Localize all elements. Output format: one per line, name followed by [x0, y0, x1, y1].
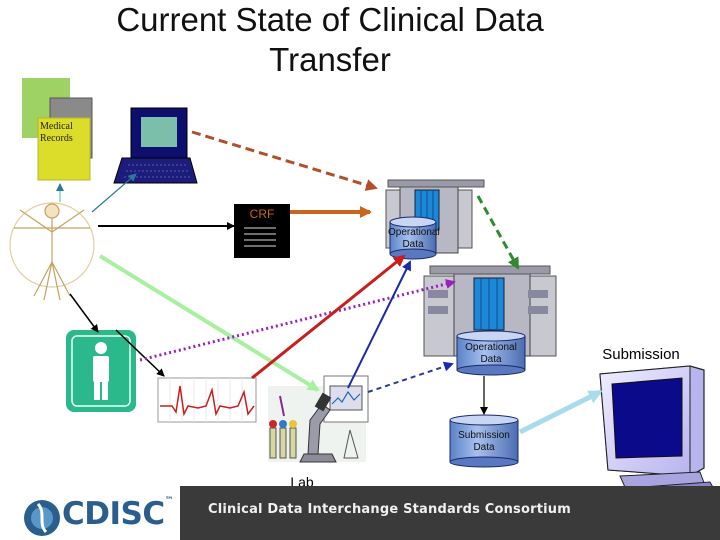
submission-data-label: Submission Data: [458, 430, 510, 453]
title-line-1: Current State of Clinical Data: [116, 1, 544, 38]
medical-records-label: Medical Records: [40, 121, 90, 144]
arrow-laptop-to-building: [191, 130, 378, 191]
submission-label: Submission: [602, 346, 680, 363]
operational-data-top-label: Operational Data: [388, 227, 440, 250]
footer-text: Clinical Data Interchange Standards Cons…: [208, 502, 572, 517]
arrow-doctor-to-building: [139, 279, 456, 362]
doctor-icon: [66, 330, 136, 412]
medical-records-icon: [22, 78, 93, 181]
arrow-building-to-building: [476, 195, 520, 270]
laptop-icon: [113, 107, 198, 184]
lab-microscope-icon: [268, 375, 369, 463]
operational-data-mid-label: Operational Data: [465, 342, 517, 365]
arrow-doctor-to-ecg: [115, 329, 165, 377]
arrow-human-to-laptop: [91, 173, 137, 213]
crf-document-icon: [234, 204, 290, 258]
arrow-lab-to-operational: [347, 260, 411, 389]
medical-records-label-line-1: Medical: [40, 121, 73, 132]
database-cylinder-icon: [449, 414, 519, 468]
title-line-2: Transfer: [269, 41, 391, 78]
footer-bar: Clinical Data Interchange Standards Cons…: [180, 486, 720, 540]
cdisc-logo-text: CDISC™: [62, 496, 174, 532]
arrow-lab-to-building: [367, 361, 454, 393]
database-cylinder-icon: [456, 330, 526, 376]
page-title: Current State of Clinical Data Transfer: [0, 0, 660, 80]
cdisc-logo-wordmark: CDISC: [62, 496, 165, 532]
computer-monitor-icon: [599, 365, 719, 503]
crf-label: CRF: [249, 207, 275, 221]
arrow-ecg-to-operational: [251, 254, 406, 380]
human-figure-icon: [9, 202, 95, 301]
cdisc-logo-icon: [24, 500, 60, 536]
arrow-human-to-doctor: [69, 293, 99, 333]
arrow-submission-to-monitor: [518, 389, 603, 435]
ecg-icon: [157, 377, 257, 423]
medical-records-label-line-2: Records: [40, 132, 73, 144]
cdisc-logo-tm: ™: [164, 496, 174, 506]
arrow-human-to-lab: [98, 254, 320, 392]
